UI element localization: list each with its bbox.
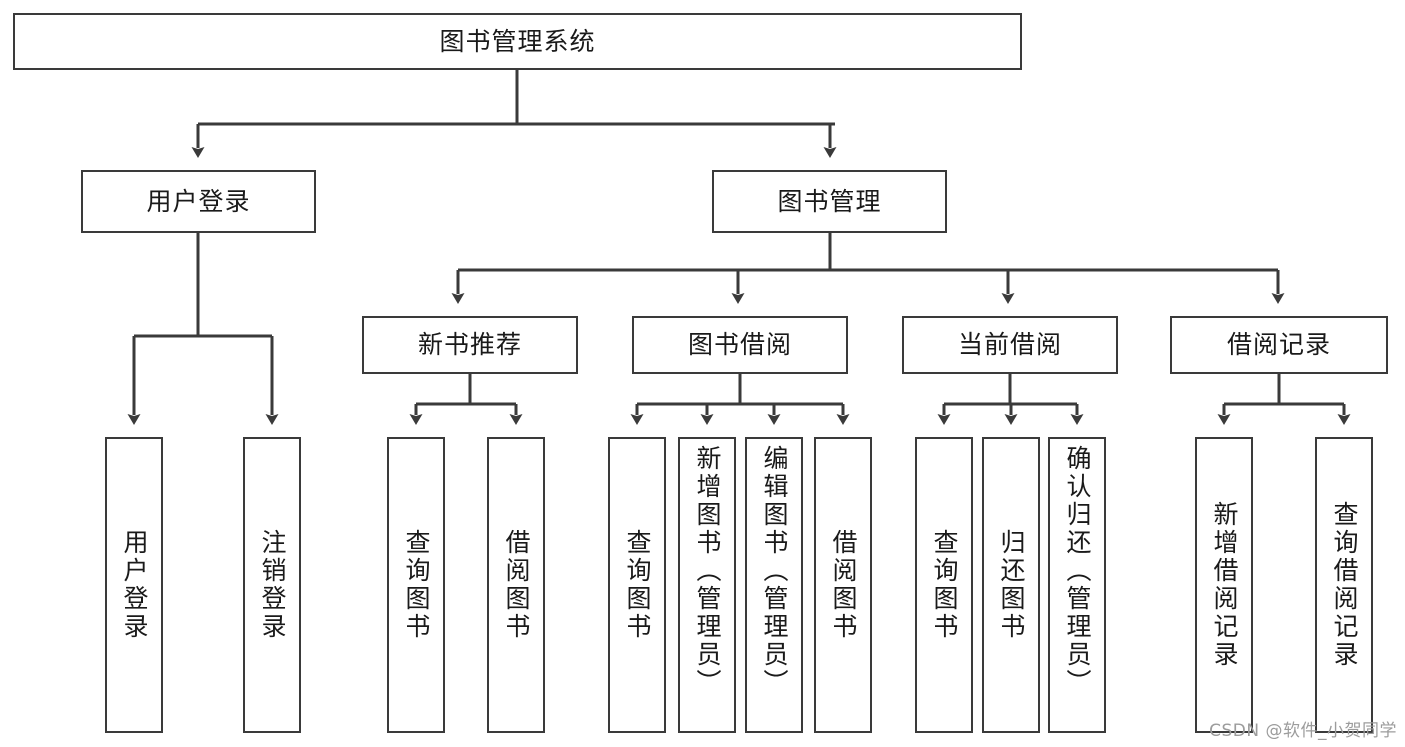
leaf-query-borrow-record[interactable]: 查询借阅记录 — [1315, 437, 1373, 733]
leaf-logout[interactable]: 注销登录 — [243, 437, 301, 733]
leaf-query-book-new[interactable]: 查询图书 — [387, 437, 445, 733]
leaf-query-book-borrow[interactable]: 查询图书 — [608, 437, 666, 733]
leaf-confirm-return-admin[interactable]: 确认归还（管理员） — [1048, 437, 1106, 733]
node-borrow-record[interactable]: 借阅记录 — [1170, 316, 1388, 374]
csdn-watermark: CSDN @软件_小贺同学 — [1209, 721, 1397, 741]
node-user-login[interactable]: 用户登录 — [81, 170, 316, 233]
node-book-borrow[interactable]: 图书借阅 — [632, 316, 848, 374]
leaf-query-book-current[interactable]: 查询图书 — [915, 437, 973, 733]
leaf-borrow-book-new[interactable]: 借阅图书 — [487, 437, 545, 733]
node-new-book-recommend[interactable]: 新书推荐 — [362, 316, 578, 374]
leaf-return-book[interactable]: 归还图书 — [982, 437, 1040, 733]
leaf-user-login[interactable]: 用户登录 — [105, 437, 163, 733]
leaf-edit-book-admin[interactable]: 编辑图书（管理员） — [745, 437, 803, 733]
leaf-add-borrow-record[interactable]: 新增借阅记录 — [1195, 437, 1253, 733]
node-current-borrow[interactable]: 当前借阅 — [902, 316, 1118, 374]
node-book-management[interactable]: 图书管理 — [712, 170, 947, 233]
node-root[interactable]: 图书管理系统 — [13, 13, 1022, 70]
leaf-borrow-book[interactable]: 借阅图书 — [814, 437, 872, 733]
leaf-add-book-admin[interactable]: 新增图书（管理员） — [678, 437, 736, 733]
